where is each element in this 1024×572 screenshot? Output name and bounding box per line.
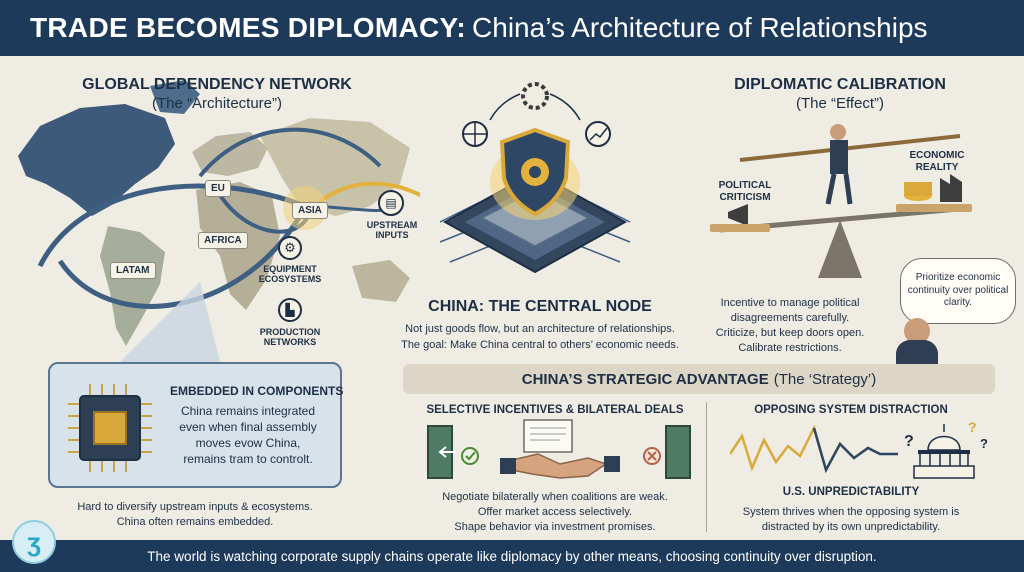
central-node-line1: Not just goods flow, but an architecture… [405, 323, 675, 335]
chip-icon [68, 384, 152, 472]
embedded-title: EMBEDDED IN COMPONENTS [170, 384, 344, 398]
check-icon [461, 447, 479, 465]
selective-line2: Offer market access selectively. [477, 506, 633, 518]
region-latam: LATAM [110, 262, 156, 279]
political-criticism-label: POLITICAL CRITICISM [718, 180, 772, 203]
speech-bubble: Prioritize economic continuity over poli… [900, 258, 1016, 324]
embedded-note2: China often remains embedded. [116, 516, 274, 528]
deal-illustration [427, 419, 691, 479]
page-title-bold: TRADE BECOMES DIPLOMACY: [30, 12, 467, 43]
page-title-rest: China’s Architecture of Relationships [472, 12, 928, 43]
strategy-divider [706, 402, 707, 532]
megaphone-icon [728, 204, 748, 226]
economic-reality-label: ECONOMIC REALITY [909, 150, 965, 173]
capitol-icon [913, 424, 975, 479]
embedded-line4: remains tram to controlt. [183, 452, 313, 466]
balance-illustration [710, 124, 972, 278]
us-unpredictability-label: U.S. UNPREDICTABILITY [782, 486, 920, 498]
factory-icon: ▙ [278, 298, 302, 322]
advisor-avatar [896, 340, 938, 364]
map-south-america [100, 226, 165, 346]
person-head [830, 124, 846, 140]
seesaw-fulcrum [818, 220, 862, 278]
callout-pointer [120, 282, 220, 362]
selective-line1: Negotiate bilaterally when coalitions ar… [442, 491, 668, 503]
title-bar: TRADE BECOMES DIPLOMACY: China’s Archite… [0, 0, 1024, 56]
strategy-band: CHINA’S STRATEGIC ADVANTAGE (The ‘Strate… [403, 364, 995, 394]
embedded-line3: moves evow China, [195, 436, 301, 450]
trade-arc-4 [198, 127, 382, 178]
calibration-subtitle: (The “Effect”) [795, 95, 885, 112]
document-icon [523, 419, 573, 453]
balance-pole [739, 134, 961, 162]
footer-caption: The world is watching corporate supply c… [0, 540, 1024, 572]
calibration-line1: Incentive to manage political [720, 297, 860, 309]
network-title: GLOBAL DEPENDENCY NETWORK [82, 76, 352, 93]
question-mark-2: ? [968, 419, 977, 435]
central-node-illustration [439, 82, 631, 274]
calibration-line4: Calibrate restrictions. [738, 342, 842, 354]
trade-arc-1 [37, 183, 306, 268]
selective-line3: Shape behavior via investment promises. [454, 521, 656, 533]
handshake-icon [511, 453, 608, 479]
region-eu: EU [205, 180, 231, 197]
map-greenland [150, 80, 200, 114]
world-map [18, 80, 420, 362]
upstream-label: UPSTREAM INPUTS [366, 220, 418, 241]
embedded-line2: even when final assembly [179, 420, 317, 434]
region-africa: AFRICA [198, 232, 248, 249]
question-mark-1: ? [904, 433, 914, 450]
central-node-title: CHINA: THE CENTRAL NODE [428, 298, 652, 315]
region-asia: ASIA [292, 202, 328, 219]
map-australia [352, 260, 410, 302]
top-gear-icon [521, 82, 549, 110]
map-north-america [18, 104, 175, 216]
strategy-title-rest: (The ‘Strategy’) [773, 370, 877, 388]
distraction-line2: distracted by its own unpredictability. [761, 521, 941, 533]
unpredictability-illustration: ? ? ? [730, 419, 988, 479]
advisor-head [904, 318, 930, 344]
chart-icon [585, 121, 611, 147]
door-right-icon [665, 425, 691, 479]
production-label: PRODUCTION NETWORKS [259, 327, 321, 348]
trade-arc-5 [313, 181, 420, 208]
central-node-line2: The goal: Make China central to others’ … [401, 339, 679, 351]
embedded-note1: Hard to diversify upstream inputs & ecos… [77, 501, 313, 513]
factory-small-icon [940, 174, 962, 202]
upstream-icon: ▤ [378, 190, 404, 216]
network-subtitle: (The “Architecture”) [151, 95, 283, 112]
calibration-line3: Criticize, but keep doors open. [715, 327, 865, 339]
question-mark-3: ? [980, 436, 988, 451]
calibration-line2: disagreements carefully. [730, 312, 850, 324]
distraction-line1: System thrives when the opposing system … [742, 506, 960, 518]
volatility-line [730, 424, 881, 474]
logo-icon: ʒ [12, 520, 56, 564]
selective-incentives-title: SELECTIVE INCENTIVES & BILATERAL DEALS [426, 404, 684, 416]
embedded-line1: China remains integrated [180, 404, 316, 418]
distraction-title: OPPOSING SYSTEM DISTRACTION [754, 404, 948, 416]
trade-arc-2 [57, 214, 303, 309]
person-body [830, 140, 848, 174]
gear-icon: ⚙ [278, 236, 302, 260]
equipment-label: EQUIPMENT ECOSYSTEMS [258, 264, 322, 285]
calibration-title: DIPLOMATIC CALIBRATION [734, 76, 946, 93]
strategy-title-bold: CHINA’S STRATEGIC ADVANTAGE [521, 370, 769, 388]
